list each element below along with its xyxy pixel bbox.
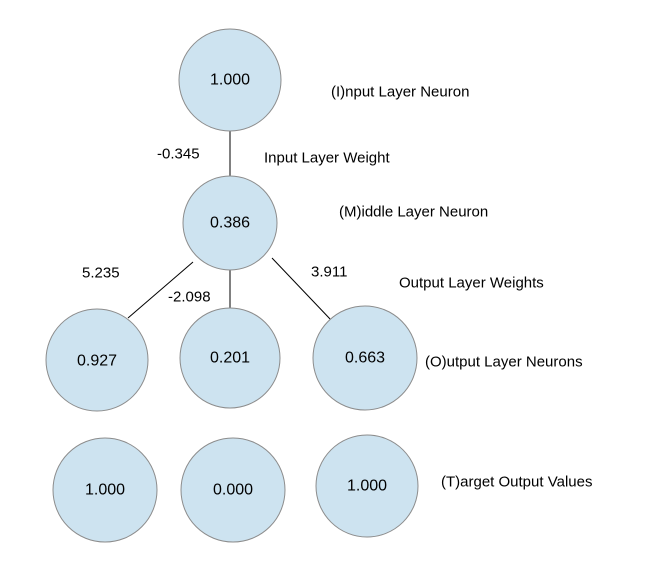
label-output-layer-weights: Output Layer Weights (399, 275, 544, 292)
output-neuron-1: 0.927 (45, 308, 149, 412)
output-neuron-3: 0.663 (312, 305, 418, 411)
output-weight-3-value: 3.911 (311, 264, 347, 281)
input-weight-value: -0.345 (157, 146, 200, 163)
label-input-layer-neuron: (I)nput Layer Neuron (331, 84, 469, 101)
target-value-3-text: 1.000 (347, 478, 387, 495)
output-neuron-2-value: 0.201 (210, 350, 250, 367)
label-target-output-values: (T)arget Output Values (441, 474, 592, 491)
target-value-1-text: 1.000 (85, 482, 125, 499)
middle-neuron: 0.386 (182, 175, 278, 271)
output-neuron-2: 0.201 (179, 307, 281, 409)
label-input-layer-weight: Input Layer Weight (264, 150, 390, 167)
label-middle-layer-neuron: (M)iddle Layer Neuron (339, 204, 488, 221)
output-neuron-3-value: 0.663 (345, 350, 385, 367)
output-neuron-1-value: 0.927 (77, 353, 117, 370)
output-weight-2-value: -2.098 (168, 289, 211, 306)
label-output-layer-neurons: (O)utput Layer Neurons (425, 354, 583, 371)
target-value-1: 1.000 (52, 437, 158, 543)
edge-middle-to-output-3 (271, 257, 332, 321)
input-neuron: 1.000 (178, 28, 282, 132)
target-value-2-text: 0.000 (213, 482, 253, 499)
output-weight-1-value: 5.235 (82, 265, 120, 282)
target-value-3: 1.000 (315, 434, 419, 538)
edge-middle-to-output-1 (127, 261, 194, 319)
target-value-2: 0.000 (180, 437, 286, 543)
middle-neuron-value: 0.386 (210, 215, 250, 232)
input-neuron-value: 1.000 (210, 72, 250, 89)
